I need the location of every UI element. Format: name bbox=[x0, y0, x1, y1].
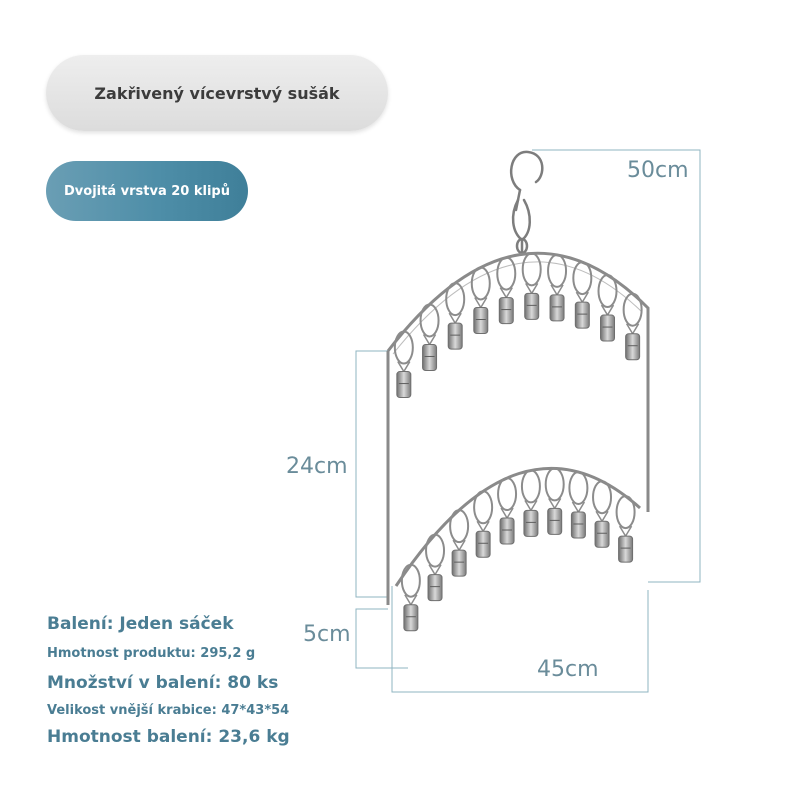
clips-upper-layer bbox=[393, 252, 643, 399]
spec-packaging: Balení: Jeden sáček bbox=[47, 614, 234, 634]
clothespin-clip bbox=[520, 469, 541, 537]
clothespin-clip bbox=[592, 480, 613, 548]
product-title-badge: Zakřivený vícevrstvý sušák bbox=[46, 55, 388, 131]
dimension-line-middle bbox=[355, 350, 388, 598]
dimension-height-label: 50cm bbox=[627, 158, 689, 183]
hook bbox=[509, 150, 544, 255]
clothespin-clip bbox=[419, 303, 440, 371]
clothespin-clip bbox=[473, 490, 494, 558]
spec-package-weight: Hmotnost balení: 23,6 kg bbox=[47, 727, 290, 747]
clothespin-clip bbox=[445, 282, 466, 350]
clothespin-clip bbox=[597, 274, 618, 342]
feature-badge: Dvojitá vrstva 20 klipů bbox=[46, 161, 248, 221]
spec-quantity: Množství v balení: 80 ks bbox=[47, 673, 279, 693]
clothespin-clip bbox=[470, 266, 491, 334]
clothespin-clip bbox=[544, 467, 565, 535]
clothespin-clip bbox=[497, 477, 518, 545]
dimension-line-width bbox=[391, 586, 649, 693]
clips-lower-layer bbox=[400, 467, 636, 632]
clothespin-clip bbox=[425, 533, 446, 602]
clothespin-clip bbox=[393, 330, 414, 399]
dimension-lines bbox=[355, 149, 701, 693]
clothespin-clip bbox=[622, 292, 643, 361]
clothespin-clip bbox=[615, 495, 636, 563]
clothespin-clip bbox=[496, 256, 517, 325]
feature-badge-label: Dvojitá vrstva 20 klipů bbox=[64, 183, 230, 199]
clothespin-clip bbox=[568, 471, 589, 539]
dimension-line-clip bbox=[355, 608, 408, 669]
dimension-middle-label: 24cm bbox=[286, 454, 348, 479]
spec-product-weight: Hmotnost produktu: 295,2 g bbox=[47, 646, 256, 661]
clothespin-clip bbox=[449, 509, 470, 577]
product-title: Zakřivený vícevrstvý sušák bbox=[94, 83, 340, 103]
spec-outer-box-size: Velikost vnější krabice: 47*43*54 bbox=[47, 703, 290, 718]
clothespin-clip bbox=[400, 563, 421, 632]
dimension-line-height bbox=[532, 149, 701, 583]
clothespin-clip bbox=[521, 252, 542, 320]
clothespin-clip bbox=[572, 261, 593, 329]
dimension-clip-label: 5cm bbox=[303, 622, 351, 647]
clothespin-clip bbox=[547, 253, 568, 322]
dimension-width-label: 45cm bbox=[537, 657, 599, 682]
